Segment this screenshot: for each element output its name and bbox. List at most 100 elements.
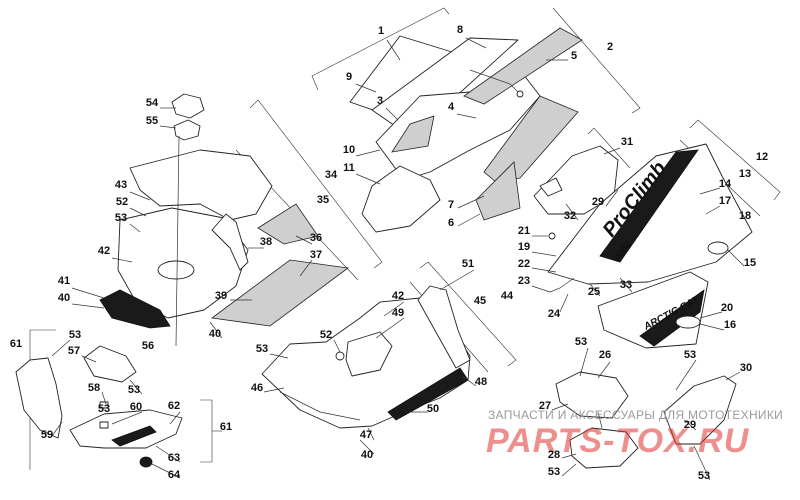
part-label-44: 44 — [501, 290, 514, 302]
part-label-9: 9 — [346, 71, 352, 83]
clip-1 — [99, 401, 109, 409]
part-label-53d: 53 — [128, 384, 140, 396]
panel-screw — [548, 232, 556, 240]
part-label-11: 11 — [343, 162, 355, 174]
bumper-bracket — [211, 213, 249, 271]
hood-fastener — [516, 90, 524, 98]
part-label-53h: 53 — [698, 470, 710, 482]
part-label-58: 58 — [88, 382, 100, 394]
part-label-13: 13 — [739, 168, 751, 180]
belly-pan-edge — [279, 391, 361, 421]
side-panel-stripe — [599, 149, 699, 263]
part-label-33: 33 — [620, 279, 632, 291]
part-label-40: 40 — [58, 292, 70, 304]
part-label-46: 46 — [251, 382, 263, 394]
part-label-61: 61 — [10, 338, 22, 350]
lower-trim-stripe — [111, 425, 157, 447]
belly-pan-guard — [345, 331, 393, 377]
part-label-40b: 40 — [209, 328, 221, 340]
part-label-3: 3 — [377, 95, 383, 107]
part-label-45: 45 — [474, 295, 486, 307]
watermark-caption: ЗАПЧАСТИ И АКСЕССУАРЫ ДЛЯ МОТОТЕХНИКИ — [488, 408, 783, 422]
part-label-22: 22 — [518, 258, 530, 270]
part-label-60: 60 — [130, 401, 142, 413]
side-panel-lower — [597, 271, 709, 349]
side-vent-screen — [210, 259, 350, 327]
windshield-assembly — [349, 27, 583, 233]
nose-pan-upper — [129, 149, 273, 221]
part-label-48: 48 — [475, 376, 487, 388]
part-label-42b: 42 — [392, 290, 404, 302]
part-label-40c: 40 — [361, 449, 373, 461]
part-label-23: 23 — [518, 275, 530, 287]
clip-2 — [99, 421, 109, 429]
part-label-24: 24 — [548, 308, 561, 320]
part-label-51: 51 — [462, 258, 474, 270]
part-label-52: 52 — [116, 196, 128, 208]
part-label-53g: 53 — [684, 349, 696, 361]
front-hood-lower — [361, 165, 441, 233]
right-lower-assembly — [555, 371, 737, 469]
side-shield-right — [663, 375, 737, 445]
part-label-57: 57 — [68, 345, 80, 357]
part-label-61b: 61 — [220, 421, 232, 433]
watermark: ЗАПЧАСТИ И АКСЕССУАРЫ ДЛЯ МОТОТЕХНИКИ PA… — [486, 408, 783, 460]
side-bracket — [555, 371, 629, 419]
part-label-53e: 53 — [98, 403, 110, 415]
hood-vent-left — [391, 115, 435, 153]
part-label-10: 10 — [343, 144, 355, 156]
belly-pan-fastener — [335, 351, 345, 361]
bottom-cup — [569, 427, 639, 469]
leader-lines — [51, 37, 745, 481]
lower-cable — [597, 411, 603, 429]
part-label-54: 54 — [146, 97, 159, 109]
part-label-34: 34 — [325, 169, 338, 181]
part-label-8: 8 — [457, 24, 463, 36]
hood-vent-screen-2 — [475, 161, 521, 221]
part-label-7: 7 — [448, 199, 454, 211]
part-label-5: 5 — [571, 50, 577, 62]
part-label-63: 63 — [168, 452, 180, 464]
part-label-41: 41 — [58, 275, 70, 287]
part-label-39: 39 — [215, 290, 227, 302]
part-label-59: 59 — [41, 429, 53, 441]
part-label-19: 19 — [518, 241, 530, 253]
headlight-lens — [173, 119, 201, 141]
part-label-1: 1 — [378, 25, 384, 37]
part-label-42: 42 — [98, 245, 110, 257]
storage-box-knob — [539, 177, 563, 197]
part-label-53: 53 — [115, 212, 127, 224]
part-label-53f: 53 — [575, 336, 587, 348]
part-label-32: 32 — [564, 210, 576, 222]
part-label-14: 14 — [719, 178, 732, 190]
hood-vent-screen-1 — [483, 95, 579, 183]
part-label-29b: 29 — [684, 419, 696, 431]
part-label-30: 30 — [740, 362, 752, 374]
hood-fastener-strap — [469, 69, 521, 95]
part-label-2: 2 — [607, 41, 613, 53]
part-label-47: 47 — [360, 429, 372, 441]
part-label-43: 43 — [115, 179, 127, 191]
left-front-panel-assembly — [99, 93, 350, 329]
belly-pan-side — [417, 285, 471, 369]
part-label-55: 55 — [146, 115, 158, 127]
headlight-bezel — [171, 93, 205, 119]
part-label-52b: 52 — [320, 329, 332, 341]
side-shield-left — [15, 357, 63, 439]
part-label-15: 15 — [744, 257, 756, 269]
storage-box-lid — [533, 145, 619, 215]
part-label-26: 26 — [599, 349, 611, 361]
part-label-49: 49 — [392, 307, 404, 319]
part-label-25: 25 — [588, 286, 600, 298]
part-label-56: 56 — [142, 340, 154, 352]
right-side-panel-assembly: ProClimb 8000 ARCTIC CAT — [533, 143, 753, 349]
part-label-31: 31 — [621, 136, 633, 148]
part-label-18: 18 — [739, 210, 751, 222]
part-label-4: 4 — [448, 101, 455, 113]
nose-hole — [157, 260, 195, 280]
part-label-6: 6 — [448, 217, 454, 229]
lower-skid-strip — [99, 289, 171, 329]
seal-strip — [463, 27, 583, 105]
